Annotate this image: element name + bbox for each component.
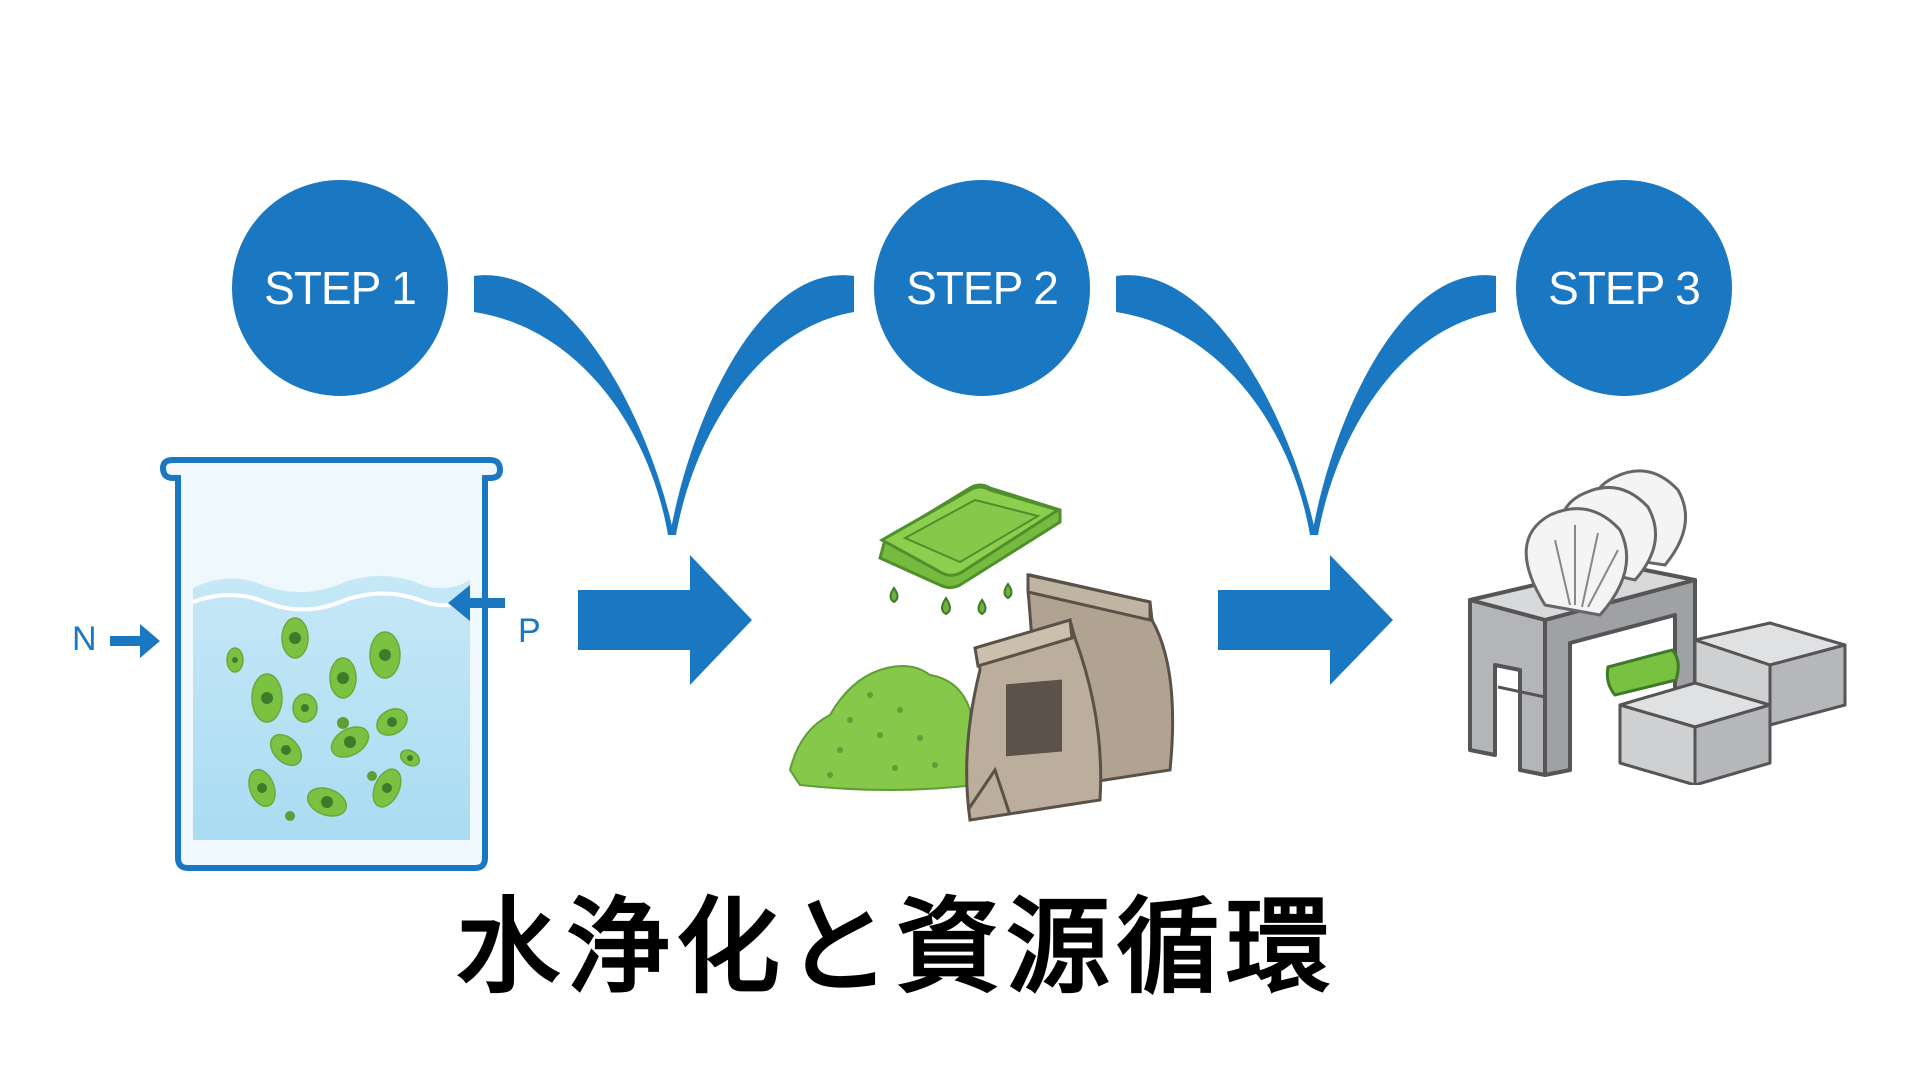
phosphorus-label: P	[518, 612, 541, 650]
connector-arc	[474, 275, 674, 535]
flow-arrow-icon	[578, 555, 752, 685]
page-title: 水浄化と資源循環	[455, 886, 1336, 1008]
beaker-illustration	[110, 457, 505, 871]
fertilizer-bag-icon	[965, 618, 1103, 822]
step-2-label: STEP 2	[906, 262, 1059, 314]
step-2-badge: STEP 2	[874, 180, 1090, 396]
shell-concrete-illustration	[1468, 469, 1847, 785]
flow-arrow-icon	[1218, 555, 1393, 685]
fertilizer-illustration	[788, 483, 1175, 822]
step-3-label: STEP 3	[1548, 262, 1701, 314]
connector-arc	[1312, 275, 1496, 535]
green-extrusion-icon	[1605, 648, 1680, 697]
phosphorus-arrow-icon	[448, 585, 505, 621]
connector-arc	[670, 275, 854, 535]
nitrogen-arrow-icon	[110, 624, 160, 658]
algae-tray-icon	[878, 483, 1062, 589]
step-1-badge: STEP 1	[232, 180, 448, 396]
step-1-label: STEP 1	[264, 262, 417, 314]
shell-icon	[1524, 469, 1688, 617]
algae-powder-pile-icon	[788, 665, 977, 791]
connector-arc	[1116, 275, 1316, 535]
concrete-block-icon	[1618, 681, 1772, 785]
nitrogen-label: N	[72, 620, 97, 658]
algae-cells	[226, 617, 421, 821]
step-3-badge: STEP 3	[1516, 180, 1732, 396]
algae-drops-icon	[889, 582, 1013, 616]
